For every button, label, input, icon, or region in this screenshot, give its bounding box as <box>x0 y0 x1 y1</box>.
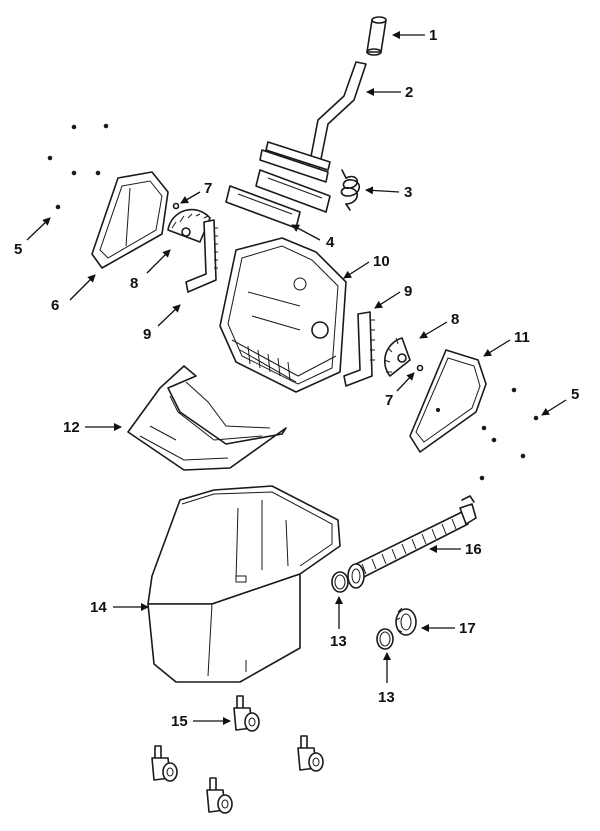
callout-1: 1 <box>429 27 437 44</box>
callout-7-left: 7 <box>204 180 212 197</box>
callout-13-upper: 13 <box>330 633 347 650</box>
leader-arrow-6 <box>69 274 96 301</box>
callout-11: 11 <box>514 329 530 346</box>
leader-arrow-5-right <box>541 399 567 416</box>
screw-set-right-part <box>479 387 539 481</box>
callout-16: 16 <box>465 541 482 558</box>
leader-arrow-8-right <box>419 321 448 339</box>
callout-2: 2 <box>405 84 413 101</box>
caster-1-part <box>233 695 260 732</box>
right-side-cover-part <box>409 349 487 453</box>
pin-right-part <box>416 364 424 372</box>
gear-left-part <box>167 208 211 243</box>
callout-5-left: 5 <box>14 241 22 258</box>
rack-right-part <box>343 311 375 387</box>
callout-17: 17 <box>459 620 476 637</box>
caster-2-part <box>151 745 178 782</box>
leader-arrow-10 <box>343 261 370 279</box>
left-side-cover-part <box>91 171 169 269</box>
bucket-part <box>147 485 341 683</box>
handle-grip-part <box>366 16 387 56</box>
callout-9-left: 9 <box>143 326 151 343</box>
callout-7-right: 7 <box>385 392 393 409</box>
wringer-handle-part <box>259 61 367 183</box>
drain-hose-part <box>347 495 477 589</box>
callout-3: 3 <box>404 184 412 201</box>
caster-4-part <box>206 777 233 814</box>
gear-right-part <box>383 337 411 377</box>
callout-6: 6 <box>51 297 59 314</box>
callout-15: 15 <box>171 713 188 730</box>
roller-bracket-part <box>225 169 331 229</box>
leader-arrow-3 <box>365 186 400 195</box>
screw-set-left-part <box>47 123 109 210</box>
leader-arrow-8-left <box>146 249 171 274</box>
wringer-body-part <box>219 237 347 393</box>
leader-arrow-11 <box>483 339 511 357</box>
leader-arrow-4 <box>291 224 321 241</box>
o-ring-upper-part <box>331 571 349 593</box>
leader-arrow-9-left <box>157 304 181 327</box>
callout-12: 12 <box>63 419 80 436</box>
leader-arrow-7-right <box>396 372 415 392</box>
rack-left-part <box>185 219 218 293</box>
callout-14: 14 <box>90 599 107 616</box>
leader-arrows <box>26 31 567 725</box>
callout-4: 4 <box>326 234 335 251</box>
callout-numbers: 1 2 3 4 5 5 6 7 7 8 8 9 9 10 11 12 13 13… <box>14 27 579 730</box>
callout-13-lower: 13 <box>378 689 395 706</box>
o-ring-lower-part <box>376 628 394 650</box>
caster-3-part <box>297 735 324 772</box>
callout-8-left: 8 <box>130 275 138 292</box>
leader-arrow-7-left <box>180 191 201 204</box>
hose-nut-part <box>395 607 417 636</box>
callout-8-right: 8 <box>451 311 459 328</box>
pin-left-part <box>172 202 180 210</box>
callout-10: 10 <box>373 253 390 270</box>
callout-9-right: 9 <box>404 283 412 300</box>
leader-arrow-9-right <box>374 291 401 309</box>
tray-part <box>127 365 287 471</box>
leader-arrow-5-left <box>26 217 51 241</box>
callout-5-right: 5 <box>571 386 579 403</box>
spring-part <box>340 169 360 211</box>
